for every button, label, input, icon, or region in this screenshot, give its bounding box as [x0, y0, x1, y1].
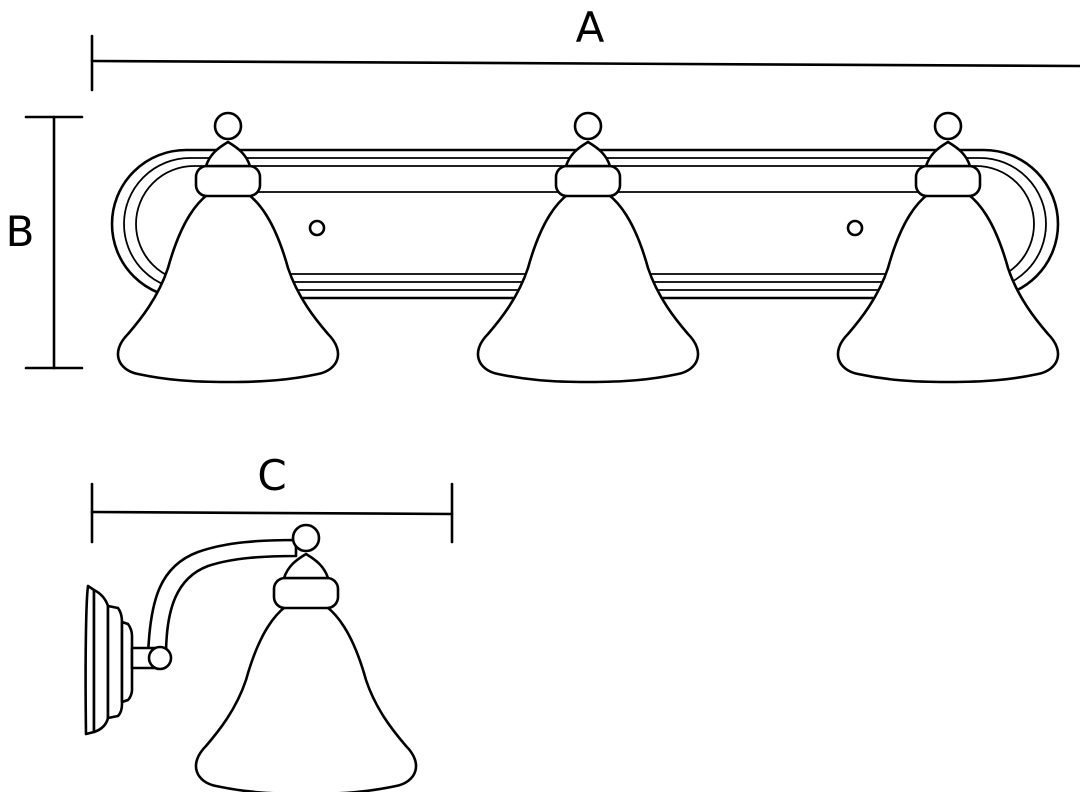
wall-plate — [84, 584, 134, 736]
mounting-hole-right — [846, 219, 864, 237]
mounting-hole-left — [308, 219, 326, 237]
dimension-a-line — [90, 59, 1080, 68]
front-view — [110, 111, 1060, 384]
dimension-b: B — [6, 115, 84, 370]
dimension-b-label: B — [6, 207, 35, 256]
dimension-c: C — [90, 451, 454, 544]
dimension-a: A — [90, 3, 1080, 92]
dimension-a-label: A — [576, 3, 605, 52]
shade-side — [194, 523, 418, 792]
dimension-c-line — [90, 510, 454, 516]
side-view — [84, 523, 418, 792]
dimension-c-label: C — [257, 451, 286, 500]
